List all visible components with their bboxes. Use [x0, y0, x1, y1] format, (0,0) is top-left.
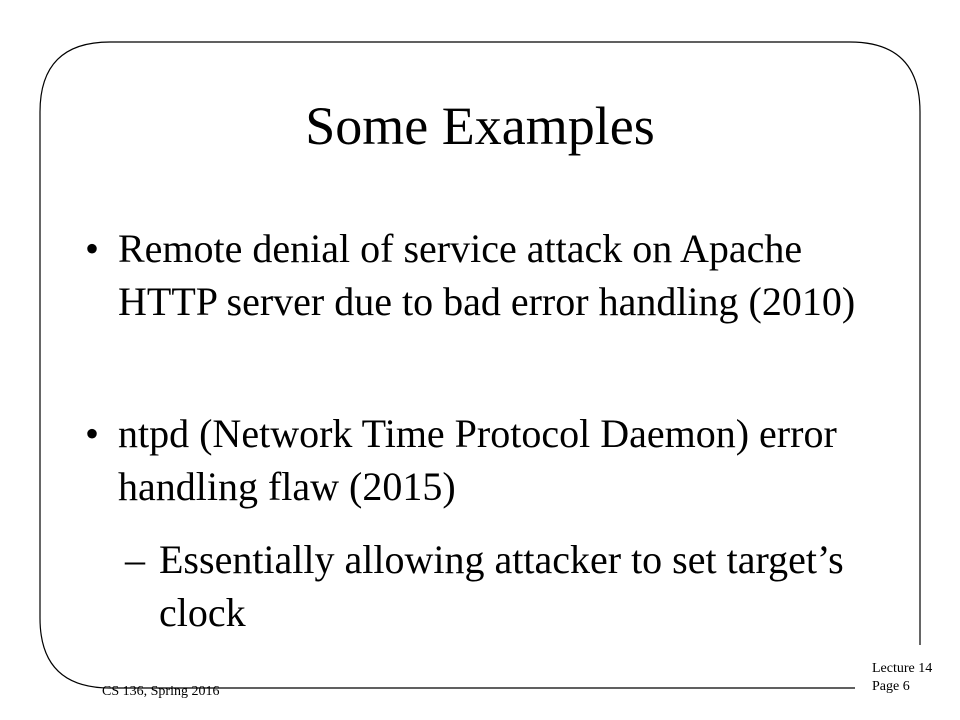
footer-page: Page 6 — [872, 679, 910, 694]
footer-lecture-page: Lecture 14 Page 6 — [872, 660, 932, 696]
sub-bullet-text: Essentially allowing attacker to set tar… — [159, 537, 844, 635]
sub-bullet-marker: – — [125, 537, 145, 582]
bullet-text: Remote denial of service attack on Apach… — [118, 226, 856, 324]
bullet-text: ntpd (Network Time Protocol Daemon) erro… — [118, 411, 837, 509]
bullet-marker: • — [85, 411, 100, 456]
bullet-marker: • — [85, 226, 100, 271]
rounded-border-left — [39, 41, 855, 689]
slide-title: Some Examples — [305, 96, 655, 156]
rounded-border — [110, 41, 921, 645]
footer-course: CS 136, Spring 2016 — [102, 684, 220, 699]
footer-lecture: Lecture 14 — [872, 661, 933, 676]
